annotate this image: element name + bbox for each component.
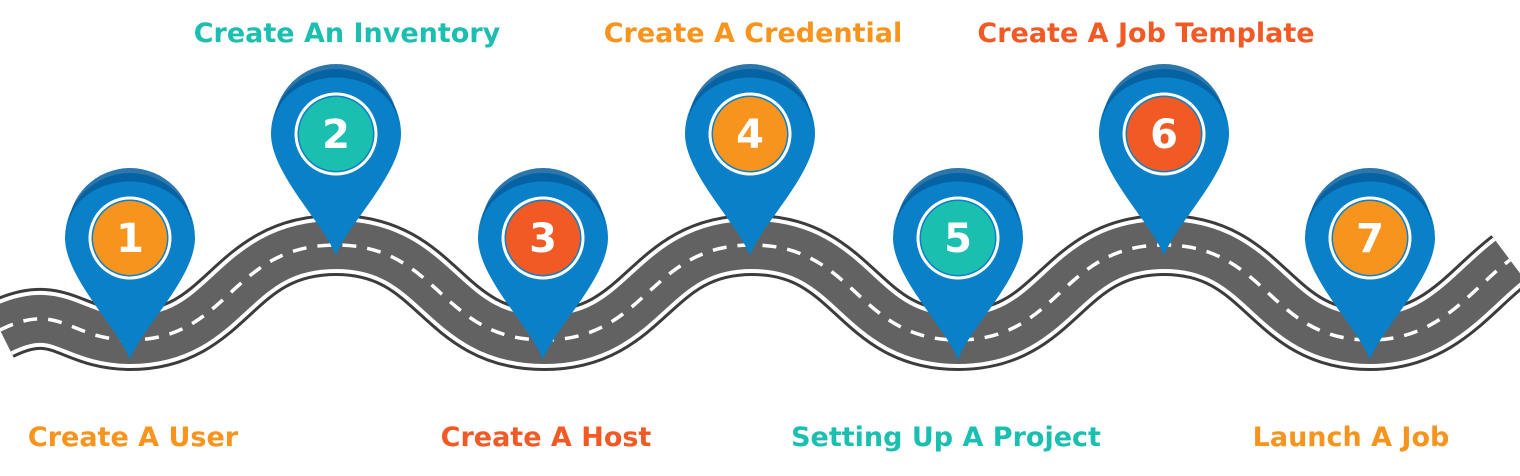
pin-number: 4	[736, 112, 764, 158]
pin-shade	[896, 168, 1020, 230]
location-pins: 1 2 3 4 5 6 7	[65, 64, 1435, 360]
pin-shade	[67, 168, 192, 230]
pin-step-7: 7	[1305, 168, 1435, 360]
pin-ring	[1122, 92, 1206, 176]
pin-shade	[688, 64, 812, 126]
pin-step-3: 3	[478, 168, 608, 360]
pin-ring	[294, 92, 378, 176]
pin-number: 3	[529, 216, 557, 262]
pin-number: 5	[944, 216, 972, 262]
pin-step-5: 5	[893, 168, 1023, 360]
pin-shade	[481, 168, 605, 230]
pin-number: 6	[1150, 112, 1178, 158]
pin-number: 7	[1356, 216, 1384, 262]
pin-number-disc	[921, 201, 995, 275]
winding-road	[0, 245, 1510, 340]
pin-ring	[1328, 196, 1412, 280]
pin-number-disc	[299, 97, 373, 171]
pin-number: 2	[322, 112, 350, 158]
step-label-6: Create A Job Template	[977, 18, 1314, 49]
pin-step-1: 1	[65, 168, 195, 360]
pin-shade	[274, 64, 398, 126]
pin-ring	[501, 196, 585, 280]
step-label-4: Create A Credential	[604, 18, 903, 49]
pin-shade	[1102, 64, 1226, 126]
pin-number-disc	[1333, 201, 1407, 275]
step-label-1: Create A User	[28, 422, 239, 453]
pin-ring	[708, 92, 792, 176]
pin-step-6: 6	[1099, 64, 1229, 256]
pin-shade	[1308, 168, 1432, 230]
pin-number-disc	[1127, 97, 1201, 171]
pin-step-2: 2	[271, 64, 401, 256]
pin-number-disc	[506, 201, 580, 275]
pin-ring	[916, 196, 1000, 280]
step-label-7: Launch A Job	[1253, 422, 1450, 453]
pin-step-4: 4	[685, 64, 815, 256]
pin-number-disc	[93, 201, 167, 275]
pin-number-disc	[713, 97, 787, 171]
step-label-3: Create A Host	[441, 422, 652, 453]
step-label-5: Setting Up A Project	[791, 422, 1101, 453]
pin-ring	[88, 196, 172, 280]
pin-number: 1	[116, 216, 144, 262]
step-label-2: Create An Inventory	[194, 18, 501, 49]
